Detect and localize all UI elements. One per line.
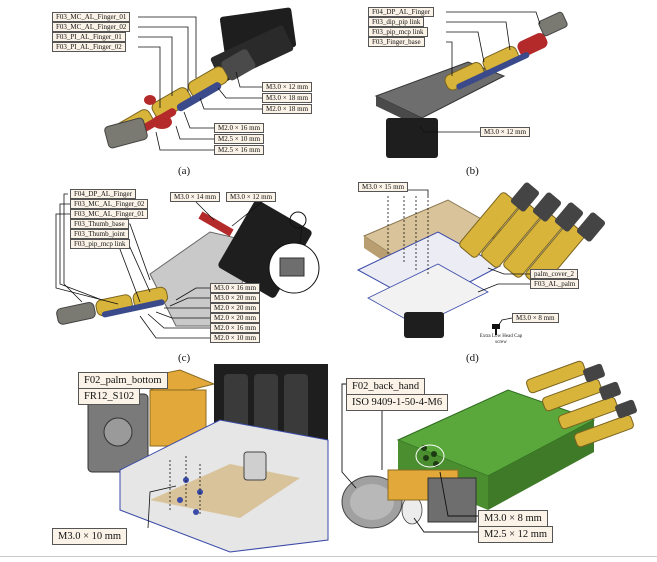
screw-f-2: M2.5 × 12 mm — [478, 526, 554, 543]
screw-a-3: M2.0 × 18 mm — [262, 104, 313, 114]
panel-e-illustration — [87, 364, 329, 553]
screw-c-top-1: M3.0 × 14 mm — [170, 192, 221, 202]
label-dp-finger: F04_DP_AL_Finger — [368, 7, 434, 17]
panel-d-illustration — [356, 182, 606, 338]
label-mc-finger-02: F03_MC_AL_Finger_02 — [52, 22, 131, 32]
panel-b-illustration — [374, 11, 568, 158]
screw-c-1: M3.0 × 16 mm — [210, 283, 261, 293]
label-pi-finger-01: F03_PI_AL_Finger_01 — [52, 32, 126, 42]
label-fr12-s102: FR12_S102 — [78, 388, 141, 405]
label-al-palm: F03_AL_palm — [530, 279, 580, 289]
screw-a-6: M2.5 × 16 mm — [214, 145, 265, 155]
screw-b-1: M3.0 × 12 mm — [480, 127, 531, 137]
label-thumb-joint: F03_Thumb_joint — [70, 229, 129, 239]
screw-f-1: M3.0 × 8 mm — [478, 510, 548, 527]
label-back-hand: F02_back_hand — [346, 378, 426, 395]
label-iso-9409: ISO 9409-1-50-4-M6 — [346, 394, 449, 411]
label-thumb-base: F03_Thumb_base — [70, 219, 129, 229]
screw-a-2: M3.0 × 18 mm — [262, 93, 313, 103]
label-c-mc-finger-01: F03_MC_AL_Finger_01 — [70, 209, 149, 219]
label-pip-mcp-link: F03_pip_mcp link — [368, 27, 428, 37]
caption-c: (c) — [178, 352, 191, 364]
screw-a-1: M3.0 × 12 mm — [262, 82, 313, 92]
screw-e: M3.0 × 10 mm — [52, 528, 128, 545]
bottom-divider — [0, 556, 657, 557]
screw-a-4: M2.0 × 16 mm — [214, 123, 265, 133]
caption-a: (a) — [178, 165, 191, 177]
panel-c: F04_DP_AL_Finger F03_MC_AL_Finger_02 F03… — [0, 180, 328, 364]
screw-c-top-2: M3.0 × 12 mm — [226, 192, 277, 202]
panel-f-illustration — [341, 360, 637, 533]
screw-c-6: M2.0 × 10 mm — [210, 333, 261, 343]
label-palm-bottom: F02_palm_bottom — [78, 372, 168, 389]
caption-b: (b) — [466, 165, 479, 177]
panel-f: F02_back_hand ISO 9409-1-50-4-M6 M3.0 × … — [328, 360, 657, 556]
caption-d: (d) — [466, 352, 479, 364]
panel-b: F04_DP_AL_Finger F03_dip_pip link F03_pi… — [328, 0, 657, 180]
label-pi-finger-02: F03_PI_AL_Finger_02 — [52, 42, 126, 52]
panel-d: M3.0 × 15 mm palm_cover_2 F03_AL_palm M3… — [328, 180, 657, 364]
label-c-dp-finger: F04_DP_AL_Finger — [70, 189, 136, 199]
label-c-mc-finger-02: F03_MC_AL_Finger_02 — [70, 199, 149, 209]
panel-a: F03_MC_AL_Finger_01 F03_MC_AL_Finger_02 … — [0, 0, 328, 180]
screw-d-top: M3.0 × 15 mm — [358, 182, 409, 192]
panel-a-illustration — [104, 7, 297, 151]
panel-e: F02_palm_bottom FR12_S102 M3.0 × 10 mm — [0, 360, 329, 556]
screw-c-2: M3.0 × 20 mm — [210, 293, 261, 303]
screw-a-5: M2.5 × 10 mm — [214, 134, 265, 144]
screw-c-3: M2.0 × 20 mm — [210, 303, 261, 313]
screw-c-4: M2.0 × 20 mm — [210, 313, 261, 323]
screw-d-bottom: M3.0 × 8 mm — [512, 313, 559, 323]
label-dip-pip-link: F03_dip_pip link — [368, 17, 425, 27]
note-extra-low-head: Extra Low Head Cap screw — [479, 334, 523, 345]
panel-c-illustration — [55, 193, 320, 339]
label-mc-finger-01: F03_MC_AL_Finger_01 — [52, 12, 131, 22]
label-palm-cover-2: palm_cover_2 — [530, 269, 579, 279]
label-finger-base: F03_Finger_base — [368, 37, 425, 47]
label-c-pip-mcp-link: F03_pip_mcp link — [70, 239, 130, 249]
screw-c-5: M2.0 × 16 mm — [210, 323, 261, 333]
